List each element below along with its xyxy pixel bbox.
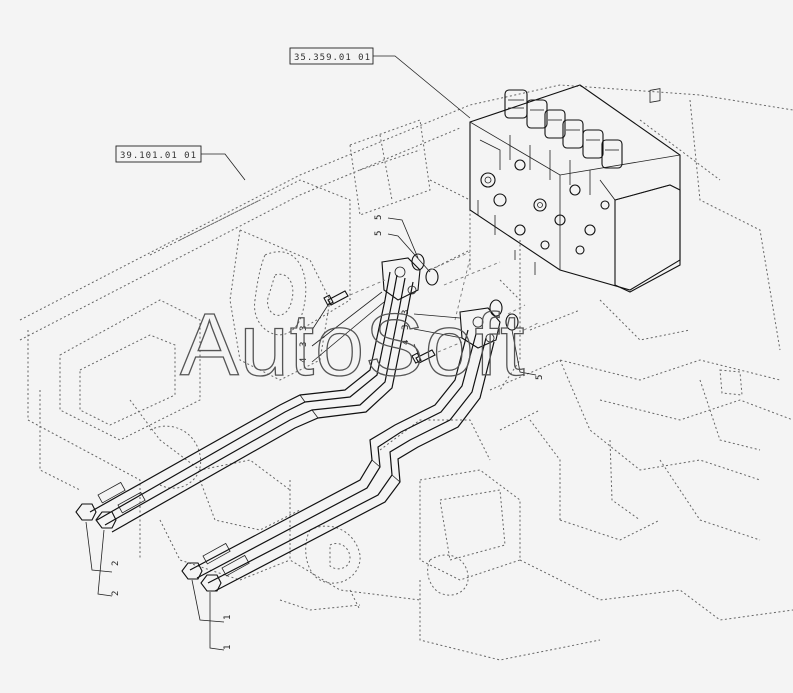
callout-3b: 3 [299, 342, 309, 347]
svg-text:35.359.01 01: 35.359.01 01 [294, 53, 371, 63]
hose-right-lower [207, 337, 487, 584]
callout-5a: 5 [374, 215, 384, 220]
svg-text:39.101.01 01: 39.101.01 01 [120, 151, 197, 161]
callout-3a: 3 [299, 326, 309, 331]
callout-2a: 2 [111, 561, 121, 566]
hose-right-upper [189, 329, 469, 571]
valve-section-3 [544, 109, 566, 139]
hose-left-lower [104, 277, 406, 526]
frame-outline [19, 84, 793, 661]
callout-5b: 5 [374, 231, 384, 236]
callout-4a: 4 [299, 358, 309, 363]
watermark: AutoSoft [180, 295, 526, 394]
callout-2b: 2 [111, 591, 121, 596]
valve-section-2 [526, 99, 548, 129]
item-callouts: 5 5 3 3 4 3 3 4 5 2 2 1 1 [85, 215, 545, 651]
hose-left-upper [89, 271, 391, 513]
callout-1b: 1 [223, 645, 233, 650]
valve-section-6 [601, 139, 623, 169]
valve-port [480, 172, 496, 188]
callout-3d: 3 [401, 325, 411, 330]
frame-reference-label: 39.101.01 01 [115, 145, 246, 181]
callout-5c: 5 [535, 375, 545, 380]
valve-section-4 [562, 119, 584, 149]
callout-3c: 3 [401, 310, 411, 315]
hydraulic-hoses [75, 251, 541, 592]
callout-4b: 4 [401, 340, 411, 345]
hose-fittings-right [181, 542, 250, 592]
control-valve-assembly [469, 84, 681, 293]
valve-reference-label: 35.359.01 01 [289, 47, 471, 119]
hose-fittings-left [75, 481, 146, 529]
valve-section-5 [582, 129, 604, 159]
callout-1a: 1 [223, 615, 233, 620]
